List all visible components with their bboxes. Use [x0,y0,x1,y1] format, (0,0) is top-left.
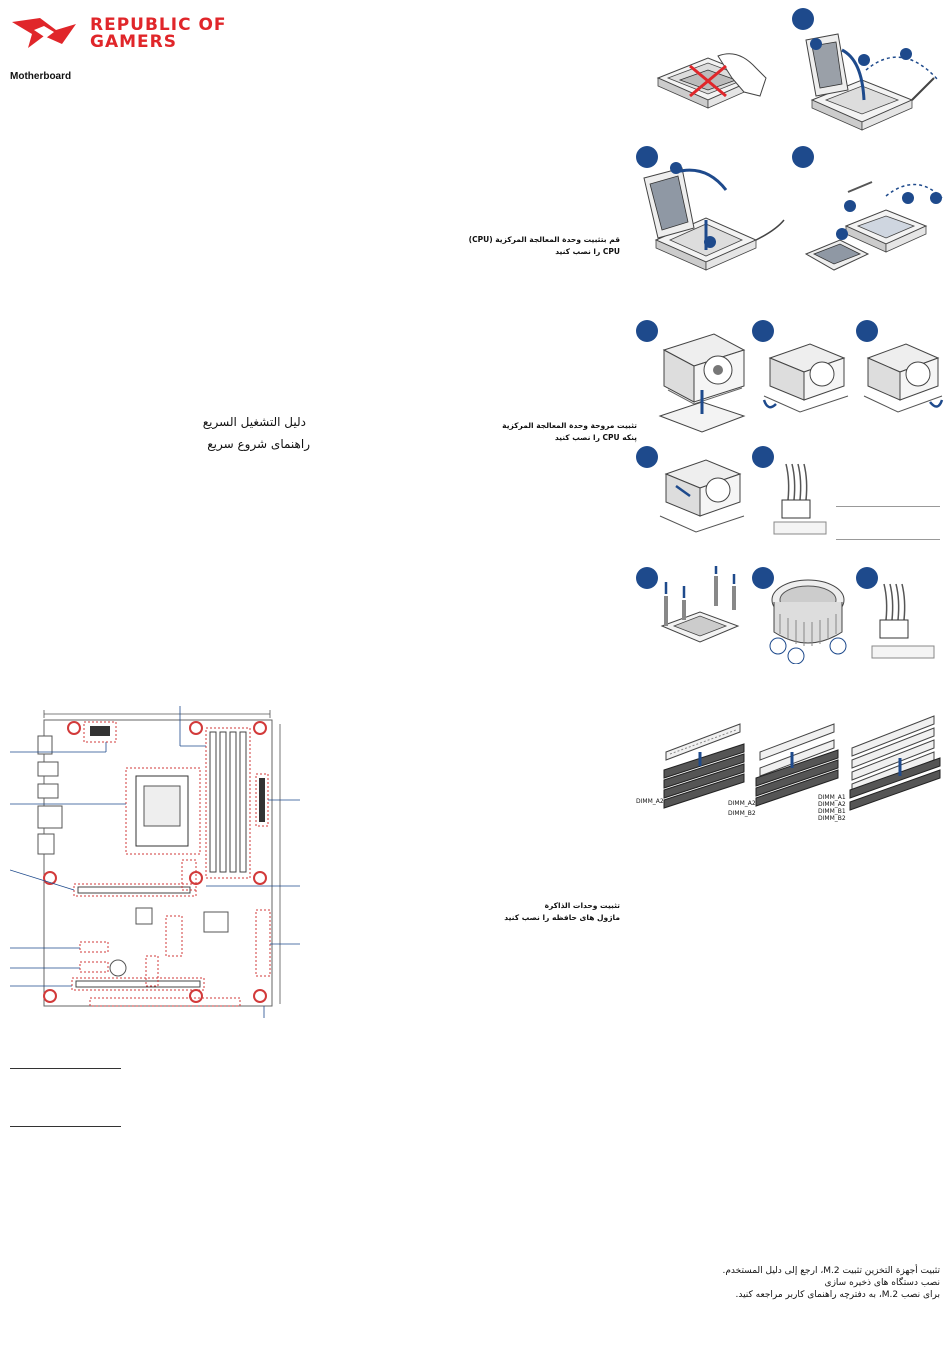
fan-note-line-2 [836,539,940,540]
memory-caption-line1: تثبيت وحدات الذاكرة [544,901,620,910]
step-marker [856,567,878,589]
m2-caption-line1: تثبيت أجهزة التخزين تثبيت M.2، ارجع إلى … [722,1266,941,1276]
cpu-caption-line2: CPU را نصب کنید [555,247,620,256]
fan-cooler-hook-left-illustration [762,343,849,413]
memory-label-quad-a2: DIMM_A2 [818,801,846,808]
motherboard-layout-diagram [10,706,300,1018]
memory-dual-illustration [755,723,839,807]
stock-cooler-connector-illustration [871,583,935,659]
memory-caption-line2: ماژول های حافظه را نصب کنید [504,913,620,922]
step-marker [752,320,774,342]
footnote-line-2 [10,1126,121,1127]
quick-start-arabic: دليل التشغيل السريع [202,415,306,429]
rog-eye-icon [12,18,76,48]
cooler-remove-bracket-illustration [660,566,740,643]
fan-caption-line2: پنکه CPU را نصب کنید [554,433,637,442]
cpu-step-close-lid-illustration [643,162,785,271]
brand-line2: GAMERS [90,32,177,52]
step-marker [636,146,658,168]
step-marker [636,446,658,468]
quick-start-persian: راهنمای شروع سريع [207,437,310,451]
fan-cooler-hook-right-illustration [863,343,944,413]
fan-cooler-place-illustration [658,333,746,433]
memory-label-dual-b: DIMM_B2 [728,810,756,817]
rog-logo [10,16,80,50]
footnote-line-1 [10,1068,121,1069]
stock-cooler-illustration [769,579,847,664]
step-marker [856,320,878,342]
fan-note-line-1 [836,506,940,507]
memory-label-quad-b2: DIMM_B2 [818,815,846,822]
memory-label-dual-a: DIMM_A2 [728,800,756,807]
brand-line1: REPUBLIC OF [90,15,227,35]
m2-caption-line2: نصب دستگاه های ذخيره سازی [824,1278,940,1288]
cpu-caption-line1: قم بتثبيت وحدة المعالجة المركزية (CPU) [468,235,620,244]
step-marker [636,320,658,342]
memory-quad-illustration [849,715,941,811]
memory-single-illustration [663,723,745,809]
cpu-step-no-touch-illustration [656,53,767,109]
cpu-caption: قم بتثبيت وحدة المعالجة المركزية (CPU) C… [420,234,620,258]
memory-label-quad-b1: DIMM_B1 [818,808,846,815]
memory-caption: تثبيت وحدات الذاكرة ماژول های حافظه را ن… [430,900,620,924]
cpu-step-lock-lever-illustration [804,181,943,271]
fan-caption-line1: تثبيت مروحة وحدة المعالجة المركزية [502,421,637,430]
fan-caption: تثبيت مروحة وحدة المعالجة المركزية پنکه … [430,420,637,444]
fan-cooler-lock-illustration [659,459,745,533]
m2-caption: تثبيت أجهزة التخزين تثبيت M.2، ارجع إلى … [560,1265,941,1301]
step-marker [752,446,774,468]
step-marker [792,8,814,30]
step-marker [636,567,658,589]
step-marker [792,146,814,168]
memory-label-quad-a1: DIMM_A1 [818,794,846,801]
cpu-step-open-lever-illustration [805,33,939,131]
m2-caption-line3: برای نصب M.2، به دفترچه راهنمای كاربر مر… [735,1290,941,1300]
memory-label-single: DIMM_A2 [636,798,664,805]
fan-connector-illustration [773,463,827,535]
step-marker [752,567,774,589]
product-label: Motherboard [10,71,72,82]
